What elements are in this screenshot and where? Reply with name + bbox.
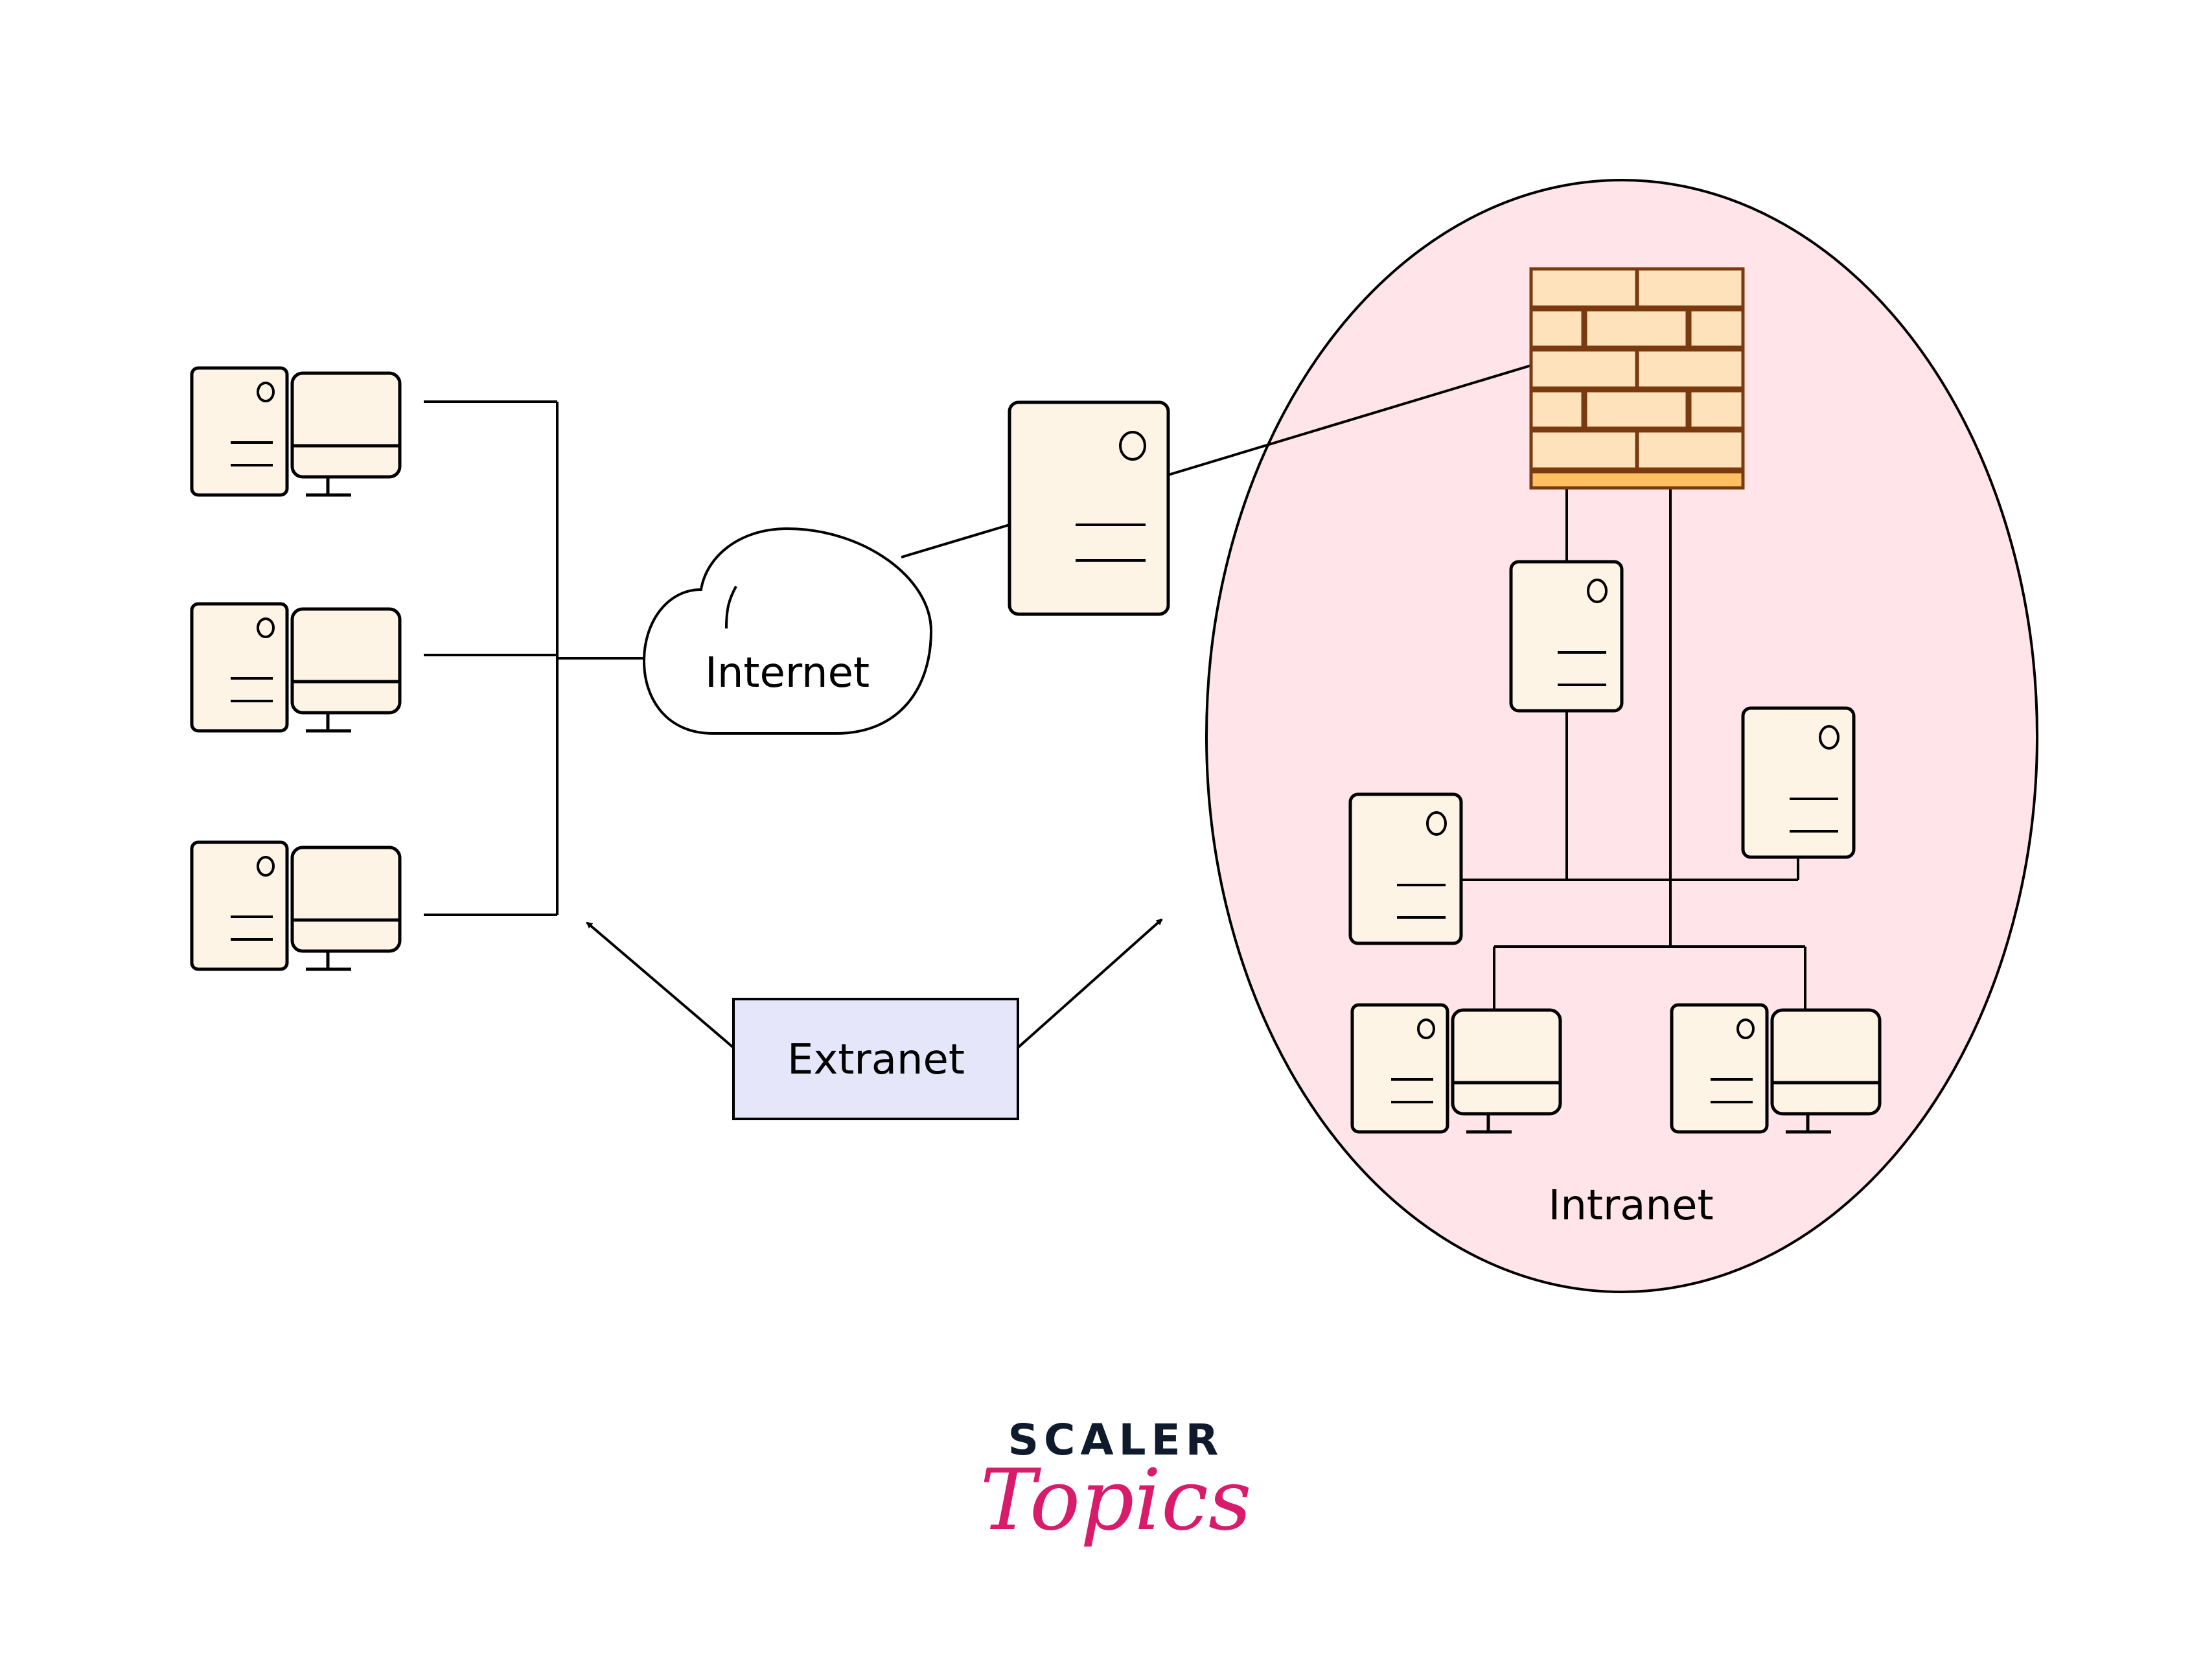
firewall-icon xyxy=(1529,267,1745,490)
client-computer-icon xyxy=(192,604,400,731)
server-to-firewall-link xyxy=(1168,364,1532,476)
internet-cloud-icon xyxy=(642,527,933,735)
scaler-topics-logo: SCALER Topics xyxy=(980,1415,1251,1549)
intranet-computer-icon xyxy=(1352,1005,1560,1132)
extranet-box xyxy=(732,998,1019,1120)
intranet-server-icon xyxy=(1511,562,1622,711)
intranet-bus xyxy=(1461,488,1806,1009)
intranet-computer-icon xyxy=(1672,1005,1880,1132)
client-computer-icon xyxy=(192,368,400,495)
extranet-arrow-left xyxy=(586,921,735,1049)
gateway-server-icon xyxy=(1008,400,1170,616)
internet-to-server-link xyxy=(901,524,1010,558)
intranet-server-icon xyxy=(1350,794,1461,943)
client-computer-icon xyxy=(192,842,400,969)
client-bus xyxy=(424,400,644,916)
extranet-label: Extranet xyxy=(787,1036,965,1084)
internet-label: Internet xyxy=(705,649,870,697)
logo-scaler-text: SCALER xyxy=(1008,1415,1223,1465)
logo-topics-text: Topics xyxy=(980,1451,1251,1549)
intranet-server-icon xyxy=(1743,708,1854,857)
extranet-arrow-right xyxy=(1017,918,1163,1049)
intranet-label: Intranet xyxy=(1548,1182,1713,1230)
